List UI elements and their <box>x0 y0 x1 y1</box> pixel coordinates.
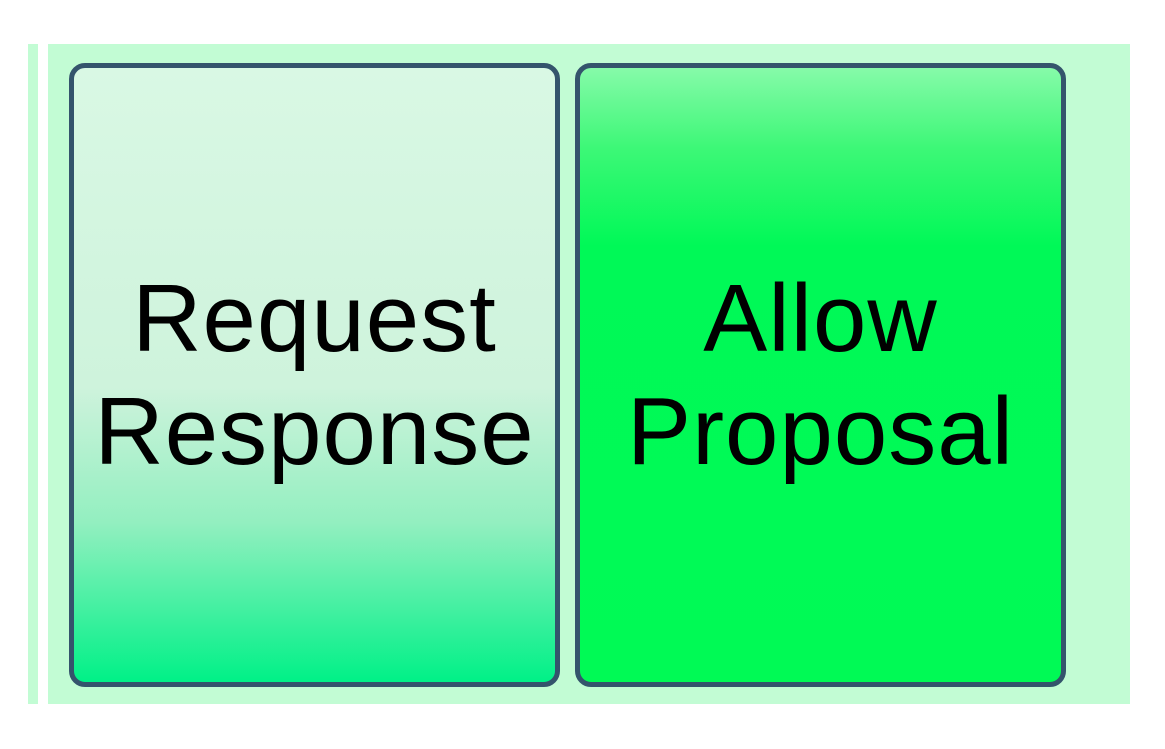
request-response-button[interactable]: Request Response <box>69 63 560 687</box>
request-response-label: Request Response <box>94 262 534 488</box>
allow-proposal-label-line1: Allow <box>703 265 938 372</box>
allow-proposal-button[interactable]: Allow Proposal <box>575 63 1066 687</box>
request-response-label-line2: Response <box>94 378 535 485</box>
request-response-label-line1: Request <box>132 265 497 372</box>
canvas-edge-strip <box>28 44 38 704</box>
diagram-canvas: Request Response Allow Proposal <box>48 44 1130 704</box>
allow-proposal-label-line2: Proposal <box>627 378 1014 485</box>
allow-proposal-label: Allow Proposal <box>627 262 1014 488</box>
